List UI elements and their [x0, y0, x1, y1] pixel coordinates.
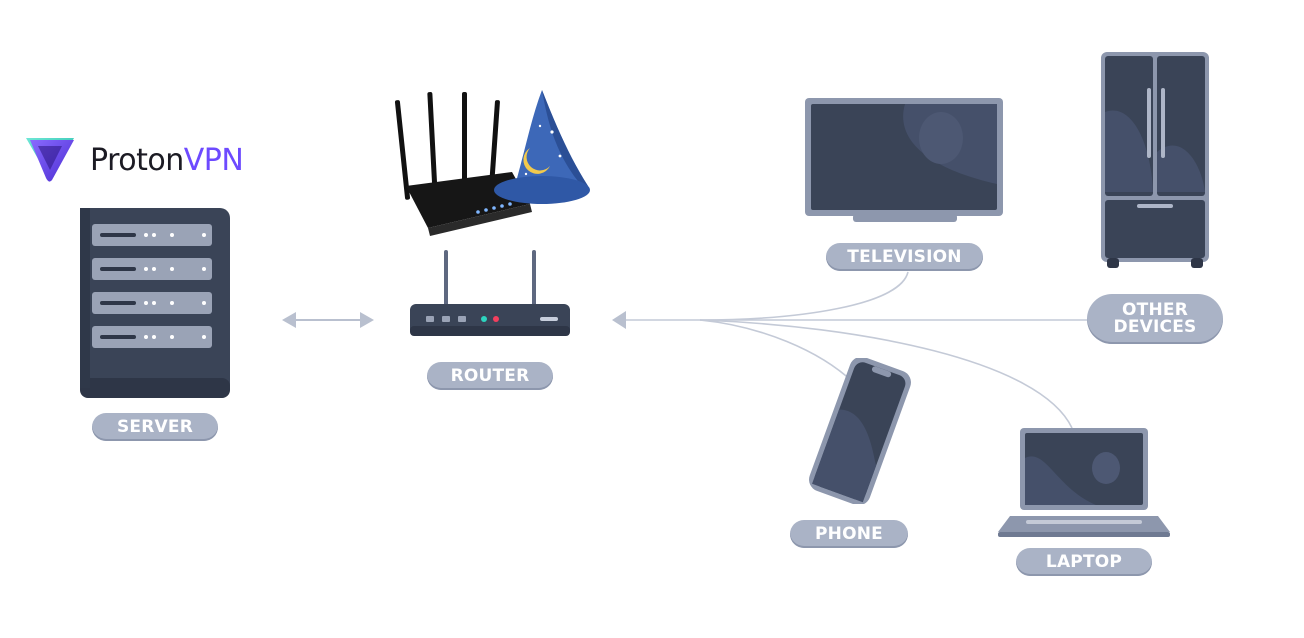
- phone-label: PHONE: [790, 520, 908, 548]
- refrigerator-icon: [1101, 52, 1209, 268]
- device-links: [612, 271, 1088, 429]
- protonvpn-wordmark: ProtonVPN: [90, 143, 244, 178]
- brand-word-proton: Proton: [90, 143, 184, 178]
- phone-icon: [809, 358, 911, 504]
- laptop-icon: [998, 428, 1170, 537]
- brand-word-vpn: VPN: [183, 143, 244, 178]
- laptop-label: LAPTOP: [1016, 548, 1152, 576]
- other-devices-label: OTHER DEVICES: [1087, 294, 1223, 344]
- television-label: TELEVISION: [826, 243, 983, 271]
- protonvpn-shield-icon: [26, 138, 74, 182]
- server-label: SERVER: [92, 413, 218, 441]
- television-icon: [805, 98, 1003, 222]
- router-icon: [410, 250, 570, 336]
- server-rack-icon: [80, 208, 230, 398]
- router-with-wizard-hat-icon: [394, 90, 590, 236]
- protonvpn-brand: ProtonVPN: [24, 136, 244, 186]
- router-label: ROUTER: [427, 362, 553, 390]
- other-devices-label-line1: OTHER: [1122, 300, 1188, 320]
- other-devices-label-line2: DEVICES: [1113, 317, 1197, 337]
- server-router-link: [282, 312, 374, 328]
